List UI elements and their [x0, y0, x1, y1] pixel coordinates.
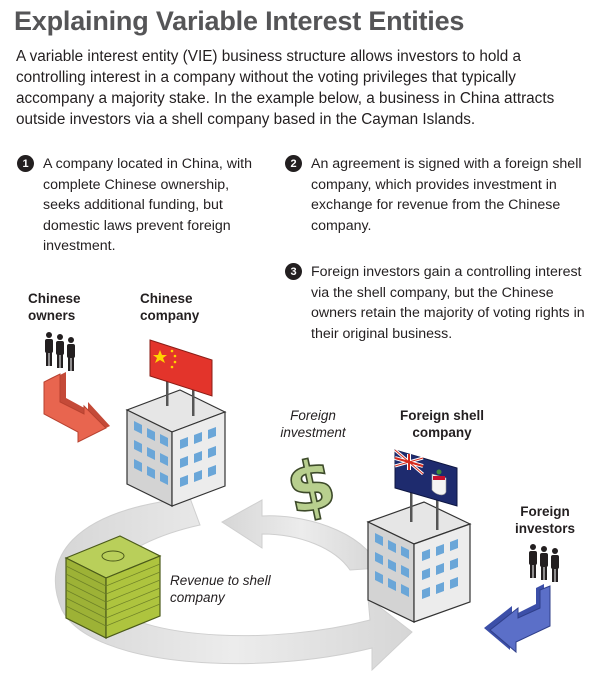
step-2: 2 An agreement is signed with a foreign …	[285, 154, 585, 236]
foreign-investors-people-icon	[529, 544, 559, 582]
cash-stack-icon	[64, 535, 162, 639]
step-1: 1 A company located in China, with compl…	[17, 154, 267, 257]
label-chinese-owners: Chinese owners	[28, 291, 81, 323]
step-number: 1	[17, 155, 34, 172]
owners-arrow-icon	[43, 372, 110, 443]
label-chinese-company: Chinese company	[140, 291, 200, 323]
shell-company-building-icon	[366, 490, 472, 623]
label-revenue: Revenue to shell company	[170, 573, 271, 605]
label-foreign-investors: Foreign investors	[514, 504, 576, 536]
step-number: 3	[285, 263, 302, 280]
intro-paragraph: A variable interest entity (VIE) busines…	[16, 48, 555, 128]
cayman-islands-flag-icon	[394, 448, 458, 507]
label-foreign-shell-company: Foreign shell company	[399, 408, 484, 440]
step-text: A company located in China, with complet…	[43, 156, 252, 254]
step-text: Foreign investors gain a controlling int…	[311, 264, 585, 342]
page-title: Explaining Variable Interest Entities	[14, 6, 465, 36]
cycle-arrow-top	[221, 499, 381, 571]
china-flag-icon	[149, 339, 213, 397]
step-text: An agreement is signed with a foreign sh…	[311, 156, 582, 234]
step-3: 3 Foreign investors gain a controlling i…	[285, 262, 585, 344]
label-foreign-investment: Foreign investment	[280, 408, 346, 440]
chinese-company-building-icon	[125, 376, 227, 507]
investors-arrow-icon	[484, 584, 551, 654]
step-number: 2	[285, 155, 302, 172]
chinese-owners-people-icon	[45, 332, 75, 371]
